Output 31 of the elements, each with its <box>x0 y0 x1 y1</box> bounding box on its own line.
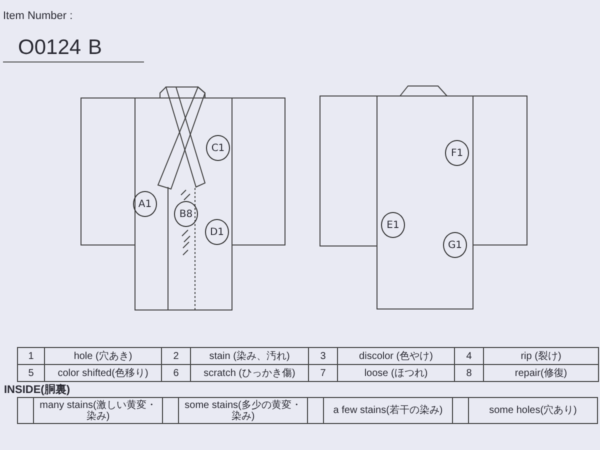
defect-number: 5 <box>28 368 34 378</box>
defect-label: scratch (ひっかき傷) <box>204 368 296 378</box>
defect-label: repair(修復) <box>514 368 568 378</box>
circled-mark: C1 <box>206 135 230 161</box>
defect-number: 4 <box>466 350 472 362</box>
defect-number: 6 <box>173 368 179 378</box>
defect-label: rip (裂け) <box>520 350 562 362</box>
item-number: O0124 <box>18 36 82 60</box>
defect-label: hole (穴あき) <box>74 350 132 362</box>
defect-label: stain (染み、汚れ) <box>209 350 290 362</box>
defect-label: discolor (色やけ) <box>359 350 433 362</box>
defect-label: color shifted(色移り) <box>58 368 148 378</box>
defect-label: loose (ほつれ) <box>364 368 428 378</box>
defect-number: 1 <box>28 350 34 362</box>
defect-number: 8 <box>466 368 472 378</box>
circled-mark: F1 <box>445 140 469 166</box>
defect-number: 7 <box>320 368 326 378</box>
field-label: Item Number : <box>3 10 73 22</box>
circled-mark: D1 <box>205 219 229 245</box>
circled-mark: A1 <box>133 191 157 217</box>
circled-mark: G1 <box>443 232 467 258</box>
item-suffix: B <box>88 36 102 60</box>
inside-condition: some holes(穴あり) <box>489 405 577 416</box>
inside-condition: many stains(激しい黄変・染み) <box>38 400 158 422</box>
inside-condition: some stains(多少の黄変・染み) <box>184 400 302 422</box>
section-heading: INSIDE(胴裏) <box>4 382 70 397</box>
circled-mark: E1 <box>381 212 405 238</box>
inside-condition: a few stains(若干の染み) <box>333 405 443 416</box>
circled-mark: B8 <box>174 201 198 227</box>
defect-number: 3 <box>320 350 326 362</box>
defect-number: 2 <box>173 350 179 362</box>
